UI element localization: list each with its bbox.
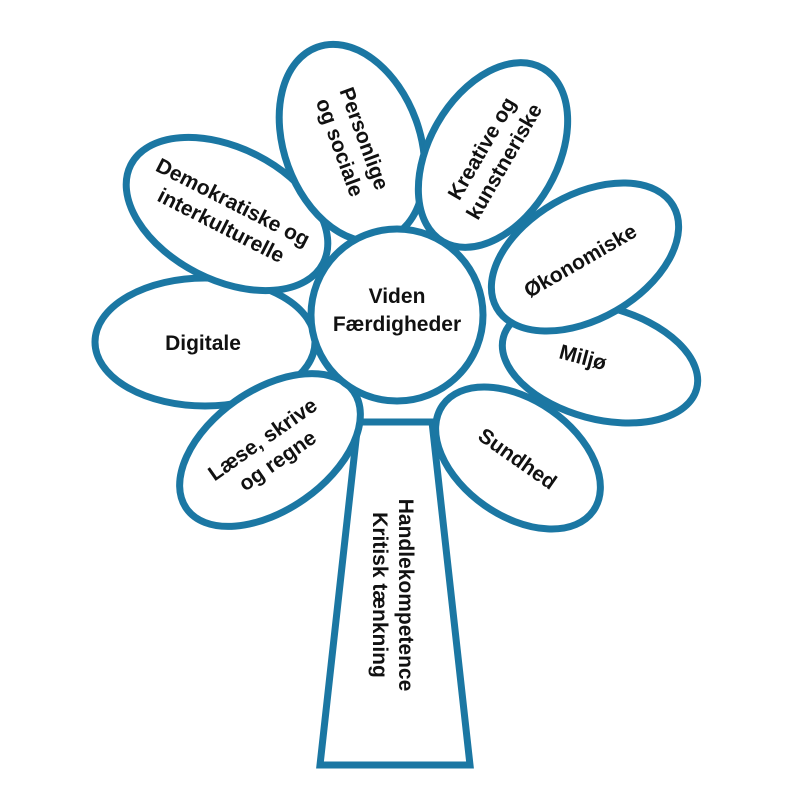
petal-demokratiske: Demokratiske og interkulturelle [122, 133, 332, 295]
petal-kreative: Kreative og kunstneriske [414, 59, 572, 251]
center: Viden Færdigheder [307, 225, 487, 405]
trunk-label-line2: Kritisk tænkning [368, 512, 391, 678]
petal-okonomiske-shape [487, 179, 683, 335]
trunk-label-line1: Handlekompetence [394, 499, 417, 692]
trunk-shape [316, 418, 474, 769]
petal-okonomiske: Økonomiske [487, 179, 683, 335]
petal-laese: Læse, skrive og regne [176, 370, 364, 530]
petal-demokratiske-shape [122, 133, 332, 295]
center-label-line1: Viden [369, 285, 426, 308]
petal-digitale-label: Digitale [165, 332, 241, 355]
petal-sundhed-shape [432, 383, 604, 533]
trunk: Handlekompetence Kritisk tænkning [316, 418, 474, 769]
petal-personlige: Personlige og sociale [275, 40, 429, 246]
center-circle [307, 225, 487, 405]
center-label-line2: Færdigheder [333, 313, 461, 336]
petal-sundhed: Sundhed [432, 383, 604, 533]
